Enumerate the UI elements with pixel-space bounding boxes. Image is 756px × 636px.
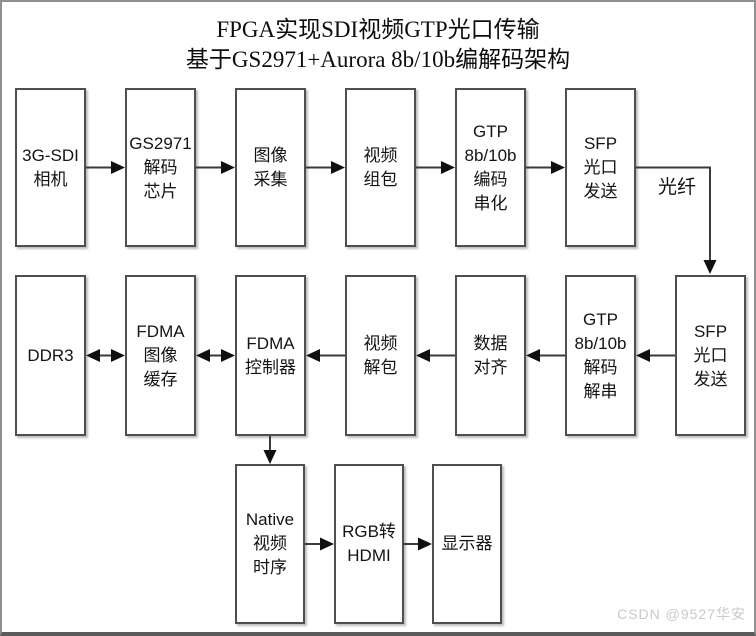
- node-fdma-image-buffer: FDMA 图像 缓存: [125, 275, 196, 436]
- node-gs2971-decoder: GS2971 解码 芯片: [125, 88, 196, 247]
- node-ddr3: DDR3: [15, 275, 86, 436]
- arrow-camera-to-gs2971: [86, 161, 125, 174]
- node-gtp-8b10b-decode-label: GTP 8b/10b 解码 解串: [574, 309, 627, 401]
- arrow-pack-to-encode: [416, 161, 455, 174]
- node-sfp-optical-rx: SFP 光口 发送: [675, 275, 746, 436]
- node-image-capture: 图像 采集: [235, 88, 306, 247]
- node-data-align: 数据 对齐: [455, 275, 526, 436]
- node-fdma-controller: FDMA 控制器: [235, 275, 306, 436]
- arrow-unpack-to-controller: [306, 349, 345, 362]
- arrow-ddr3-fdma-buffer: [86, 349, 125, 362]
- node-display-label: 显示器: [441, 534, 493, 553]
- arrow-sfp-rx-to-decode: [636, 349, 675, 362]
- arrow-decode-to-align: [526, 349, 565, 362]
- node-sfp-optical-tx-label: SFP 光口 发送: [583, 133, 618, 201]
- node-data-align-label: 数据 对齐: [473, 333, 508, 377]
- node-rgb-to-hdmi: RGB转 HDMI: [334, 464, 404, 624]
- node-ddr3-label: DDR3: [27, 345, 74, 365]
- node-fdma-controller-label: FDMA 控制器: [245, 333, 296, 377]
- node-video-unpack-label: 视频 解包: [363, 333, 398, 377]
- node-3g-sdi-camera: 3G-SDI 相机: [15, 88, 86, 247]
- arrow-capture-to-pack: [306, 161, 345, 174]
- diagram-title: FPGA实现SDI视频GTP光口传输 基于GS2971+Aurora 8b/10…: [2, 15, 754, 75]
- node-gtp-8b10b-encode: GTP 8b/10b 编码 串化: [455, 88, 526, 247]
- diagram-title-line1: FPGA实现SDI视频GTP光口传输: [216, 17, 540, 42]
- node-sfp-optical-tx: SFP 光口 发送: [565, 88, 636, 247]
- node-display: 显示器: [432, 464, 502, 624]
- arrow-encode-to-sfp-tx: [526, 161, 565, 174]
- node-image-capture-label: 图像 采集: [253, 145, 288, 189]
- node-rgb-to-hdmi-label: RGB转 HDMI: [342, 522, 396, 565]
- arrow-rgb-to-display: [404, 537, 432, 551]
- diagram-title-line2: 基于GS2971+Aurora 8b/10b编解码架构: [185, 47, 571, 72]
- node-gs2971-decoder-label: GS2971 解码 芯片: [129, 133, 192, 201]
- arrow-fdma-buffer-controller: [196, 349, 235, 362]
- node-fdma-image-buffer-label: FDMA 图像 缓存: [136, 321, 185, 389]
- node-video-pack: 视频 组包: [345, 88, 416, 247]
- fiber-label: 光纤: [658, 177, 697, 198]
- arrow-controller-to-timing: [263, 436, 277, 464]
- watermark: CSDN @9527华安: [617, 606, 746, 622]
- node-video-unpack: 视频 解包: [345, 275, 416, 436]
- node-gtp-8b10b-encode-label: GTP 8b/10b 编码 串化: [464, 121, 517, 213]
- node-video-pack-label: 视频 组包: [363, 145, 398, 189]
- node-native-video-timing-label: Native 视频 时序: [245, 510, 295, 577]
- arrow-timing-to-rgb: [305, 537, 334, 551]
- node-native-video-timing: Native 视频 时序: [235, 464, 305, 624]
- node-3g-sdi-camera-label: 3G-SDI 相机: [22, 145, 79, 189]
- node-sfp-optical-rx-label: SFP 光口 发送: [693, 321, 728, 389]
- arrow-gs2971-to-capture: [196, 161, 235, 174]
- arrow-align-to-unpack: [416, 349, 455, 362]
- node-gtp-8b10b-decode: GTP 8b/10b 解码 解串: [565, 275, 636, 436]
